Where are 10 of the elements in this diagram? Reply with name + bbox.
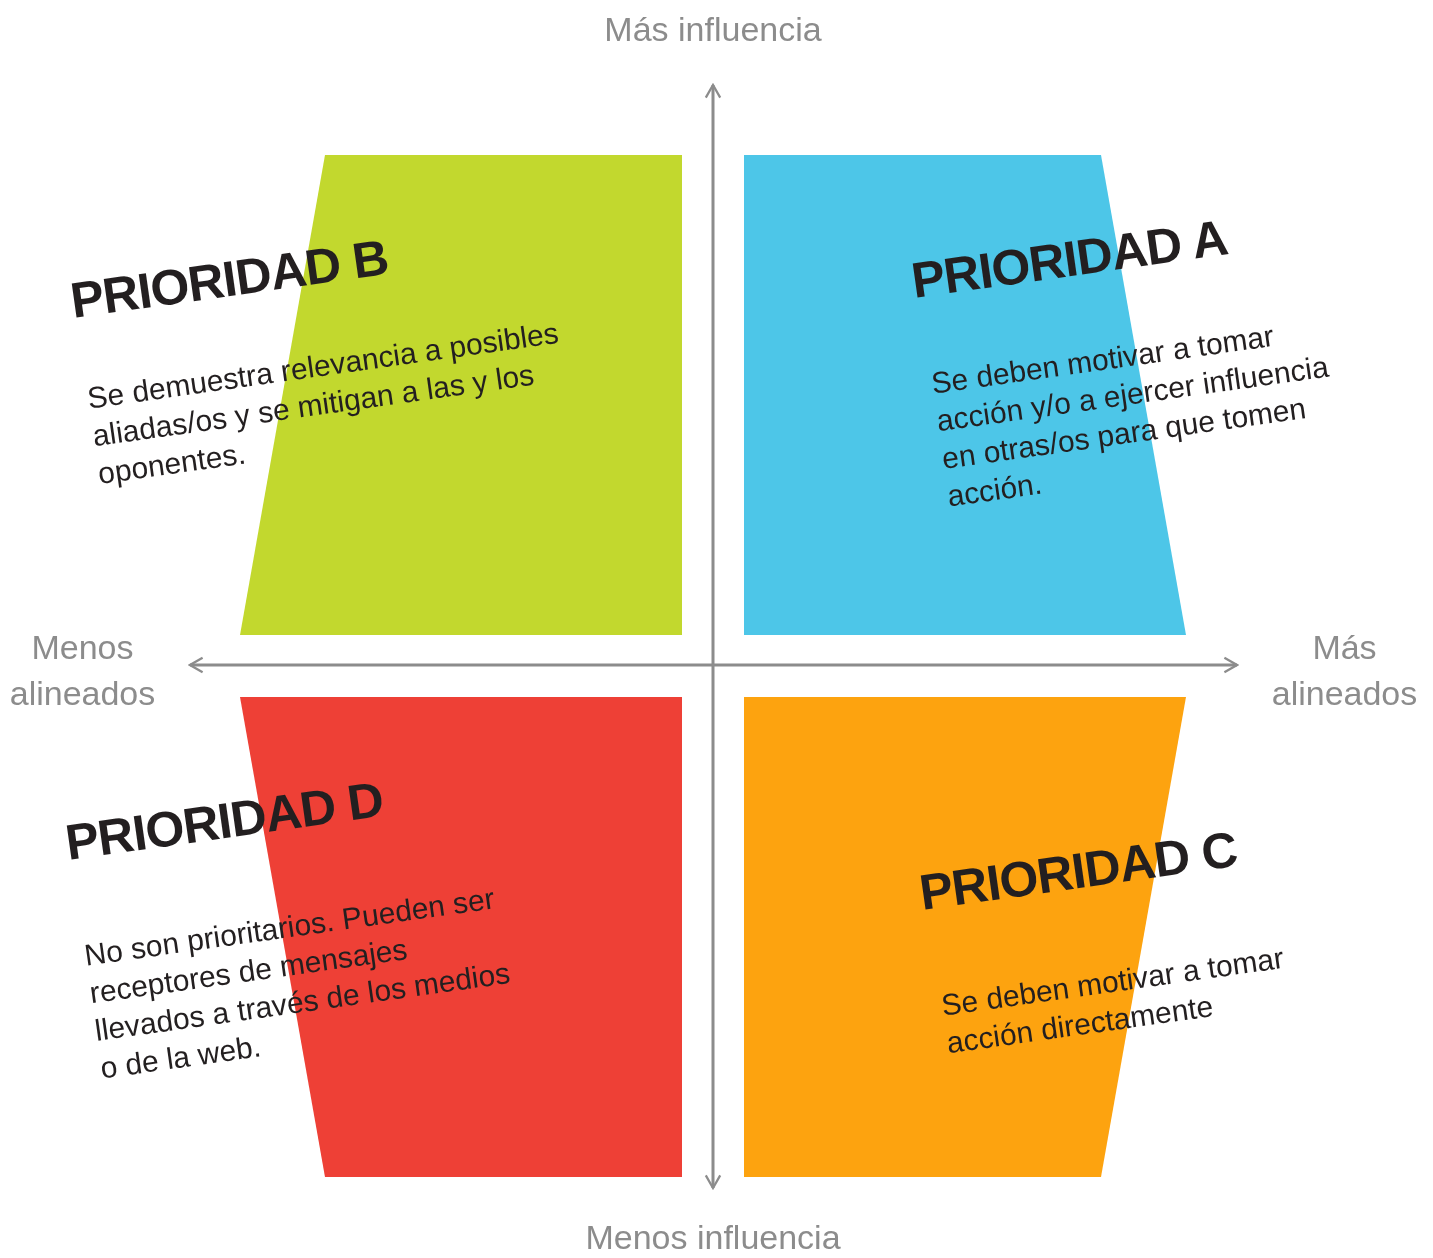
priority-heading: PRIORIDAD A — [907, 208, 1231, 310]
axis-label: Menos alineados — [8, 627, 157, 714]
priority-description: Se deben motivar a tomar acción y/o a ejercer influencia en otras/os para que tomen acción. — [929, 317, 1332, 515]
axis-label: Menos influencia — [584, 1217, 842, 1258]
axis-label: Más alineados — [1270, 627, 1419, 714]
axis-label: Más influencia — [603, 9, 823, 50]
priority-description: No son prioritarios. Pueden ser receptores de mensajes llevados a través de los medios o de la web. — [82, 880, 513, 1087]
priority-heading: PRIORIDAD C — [915, 820, 1241, 922]
priority-description: Se deben motivar a tomar acción directamente — [939, 939, 1287, 1062]
priority-heading: PRIORIDAD D — [61, 770, 387, 872]
